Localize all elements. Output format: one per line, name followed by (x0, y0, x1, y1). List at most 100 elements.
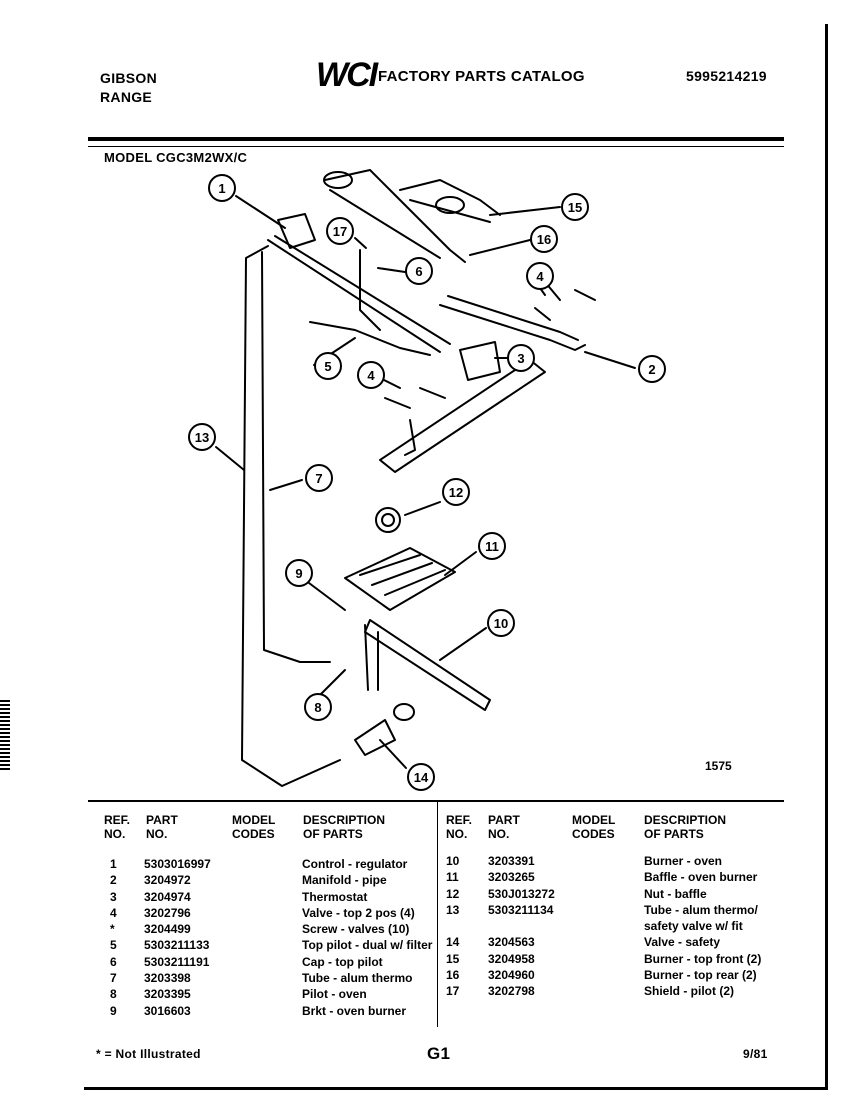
description-cell: Burner - top rear (2) (644, 968, 757, 983)
top-burner-rear-path (324, 169, 466, 263)
ref-cell: 7 (110, 971, 117, 986)
model-codes-cell (572, 934, 644, 950)
description-cell: Cap - top pilot (302, 954, 383, 969)
callout-label: 15 (568, 200, 582, 215)
description-cell: Burner - top front (2) (644, 951, 762, 966)
header-rule-thin (88, 146, 784, 147)
model-label: MODEL CGC3M2WX/C (104, 150, 248, 165)
part-number-cell: 3204974 (144, 889, 191, 904)
description-cell: Pilot - oven (302, 987, 367, 1002)
callout-label: 11 (485, 539, 499, 554)
ref-cell: 3 (110, 889, 117, 904)
header-rule-thick (88, 137, 784, 141)
part-number-cell: 5303016997 (144, 857, 211, 871)
model-codes-cell (572, 967, 644, 983)
figure-number: 1575 (705, 759, 732, 773)
callout-14 (407, 763, 435, 791)
callout-label: 1 (218, 181, 225, 196)
callout-10 (487, 609, 515, 637)
model-codes-cell (572, 983, 644, 999)
table-row: 13 5303211134 Tube - alum thermo/ (446, 902, 794, 918)
callout-3 (507, 344, 535, 372)
part-number-cell: 3204563 (488, 935, 535, 950)
description-cell: Manifold - pipe (302, 873, 387, 888)
catalog-number: 5995214219 (686, 68, 767, 84)
callout-label: 12 (449, 485, 463, 500)
part-number-cell: 3204972 (144, 873, 191, 888)
part-number-cell: 5303211134 (488, 902, 554, 917)
part-number-cell: 530J013272 (488, 886, 555, 901)
part-number-cell: 3202798 (488, 984, 535, 999)
model-codes-cell (232, 937, 302, 953)
ref-cell: 6 (110, 954, 117, 969)
callout-5 (314, 352, 342, 380)
ref-cell: 14 (446, 935, 460, 950)
callout-label: 2 (648, 362, 655, 377)
model-codes-cell (232, 970, 302, 986)
ref-cell: 17 (446, 984, 460, 999)
callout-label: 7 (315, 471, 322, 486)
description-cell: Tube - alum thermo/ (644, 902, 758, 917)
callout-label: 9 (295, 566, 302, 581)
page-frame (84, 24, 828, 1090)
part-number-cell: 5303211133 (144, 938, 210, 953)
callout-label: 5 (324, 359, 331, 374)
model-codes-cell (232, 856, 302, 872)
model-codes-cell (572, 902, 644, 918)
exploded-parts-diagram: 1 2 3 4 4 5 6 7 8 9 10 11 12 13 14 15 16… (188, 169, 732, 791)
scan-edge-mark (0, 700, 10, 770)
model-codes-cell (232, 889, 302, 905)
model-codes-cell (232, 954, 302, 970)
part-number-cell: 3203391 (488, 854, 535, 868)
callout-1 (208, 174, 236, 202)
table-row: 3 3204974 Thermostat (110, 889, 452, 905)
part-number-cell: 5303211191 (144, 954, 210, 969)
description-cell: Valve - top 2 pos (4) (302, 905, 415, 920)
ref-cell: 13 (446, 902, 460, 917)
ref-cell (446, 918, 488, 934)
part-number-cell: 3204958 (488, 951, 535, 966)
part-number-cell: 3204499 (144, 922, 191, 937)
callout-9 (285, 559, 313, 587)
callout-13 (188, 423, 216, 451)
hdr-ref-right: REF.NO. (446, 813, 473, 841)
callout-label: 4 (367, 368, 375, 383)
callout-17 (326, 217, 354, 245)
callout-15 (561, 193, 589, 221)
description-cell: Thermostat (302, 889, 368, 904)
callout-label: 10 (494, 616, 508, 631)
callout-16 (530, 225, 558, 253)
table-row: safety valve w/ fit (446, 918, 794, 934)
part-number-cell: 3203265 (488, 870, 535, 885)
part-number-cell: 3204960 (488, 968, 535, 983)
part-number-cell (488, 918, 572, 934)
description-cell: Control - regulator (302, 857, 408, 871)
callout-label: 17 (333, 224, 347, 239)
table-column-divider (437, 801, 438, 1027)
description-cell: Nut - baffle (644, 886, 707, 901)
description-cell: Baffle - oven burner (644, 870, 758, 885)
ref-cell: 11 (446, 870, 459, 885)
ref-cell: 12 (446, 886, 460, 901)
model-codes-cell (232, 1003, 302, 1019)
description-cell: safety valve w/ fit (644, 919, 743, 934)
table-row: 12 530J013272 Nut - baffle (446, 886, 794, 902)
ref-cell: 9 (110, 1003, 117, 1018)
table-top-rule (88, 800, 784, 802)
manifold-upper-path (439, 295, 586, 351)
callout-8 (304, 693, 332, 721)
callout-label: 4 (536, 269, 544, 284)
